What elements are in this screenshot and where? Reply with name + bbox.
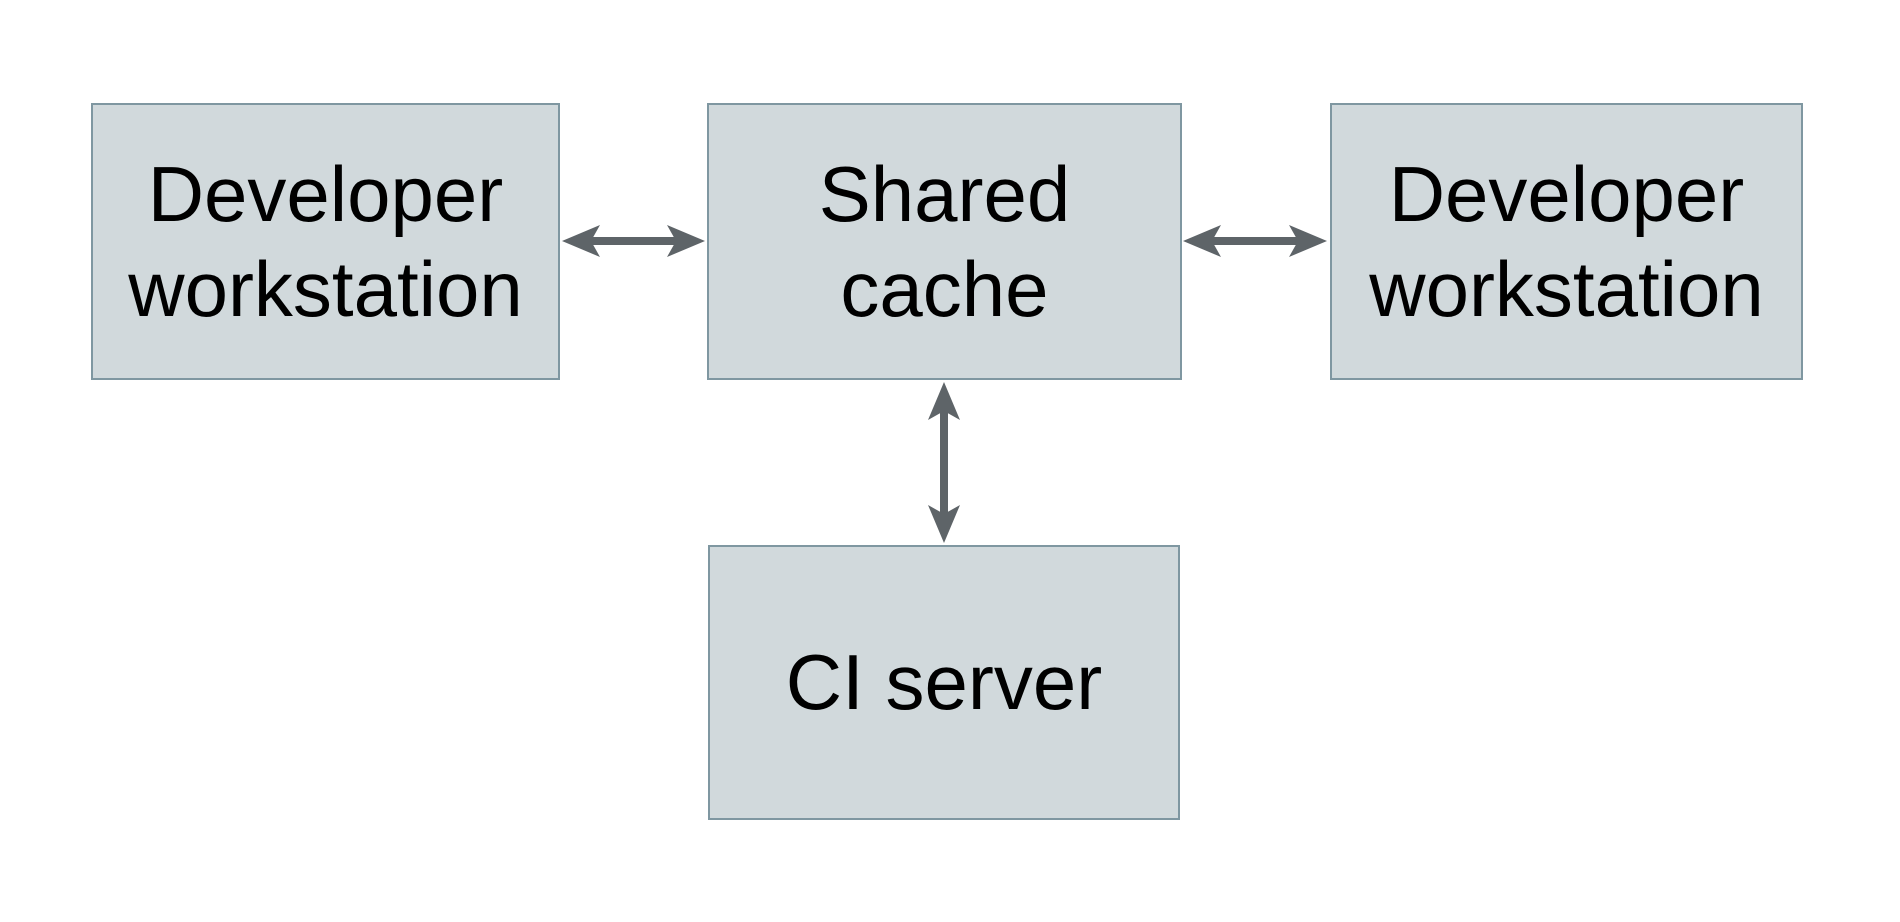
node-label-line: workstation — [128, 244, 523, 333]
node-developer-workstation-left: Developer workstation — [91, 103, 560, 380]
node-label-line: CI server — [785, 638, 1103, 726]
bidirectional-arrow-left-icon — [560, 213, 707, 269]
node-label-line: Shared — [818, 149, 1071, 238]
node-label-line: workstation — [1369, 244, 1764, 333]
node-ci-server: CI server — [708, 545, 1180, 820]
node-shared-cache: Shared cache — [707, 103, 1182, 380]
node-label-line: Developer — [147, 149, 504, 238]
node-label-line: cache — [840, 244, 1049, 333]
bidirectional-arrow-vertical-icon — [916, 380, 972, 545]
node-label-line: Developer — [1388, 149, 1745, 238]
bidirectional-arrow-right-icon — [1181, 213, 1329, 269]
node-developer-workstation-right: Developer workstation — [1330, 103, 1803, 380]
